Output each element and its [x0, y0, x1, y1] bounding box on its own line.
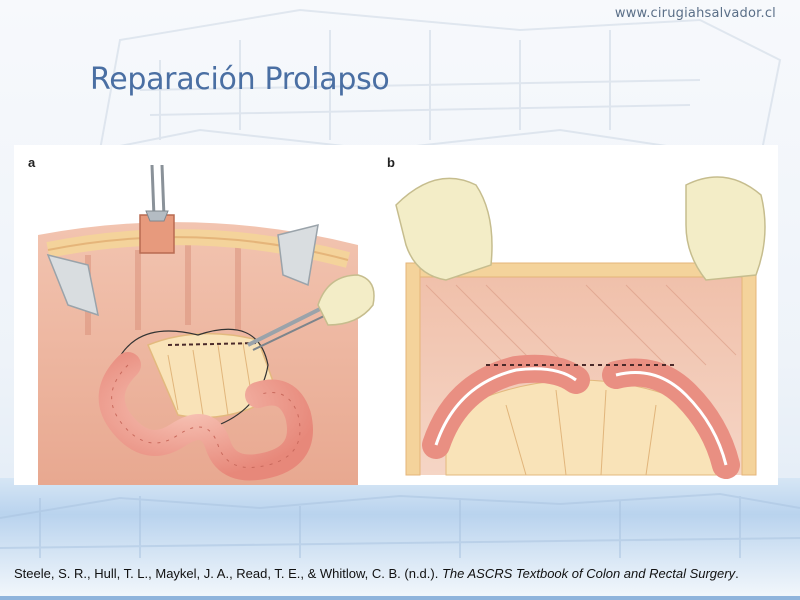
panel-b-label: b — [387, 155, 395, 170]
footer-band-sketch — [0, 492, 800, 558]
panel-b-illustration — [395, 176, 766, 479]
citation-book-title: The ASCRS Textbook of Colon and Rectal S… — [441, 566, 736, 581]
surgical-illustration: a b — [14, 145, 778, 485]
panel-a-illustration — [38, 165, 375, 485]
citation-end: . — [735, 566, 739, 581]
website-url: www.cirugiahsalvador.cl — [614, 6, 776, 21]
citation: Steele, S. R., Hull, T. L., Maykel, J. A… — [14, 566, 794, 581]
bottom-accent-line — [0, 596, 800, 600]
slide-title: Reparación Prolapso — [90, 62, 390, 97]
panel-a-label: a — [28, 155, 36, 170]
citation-authors: Steele, S. R., Hull, T. L., Maykel, J. A… — [14, 566, 442, 581]
